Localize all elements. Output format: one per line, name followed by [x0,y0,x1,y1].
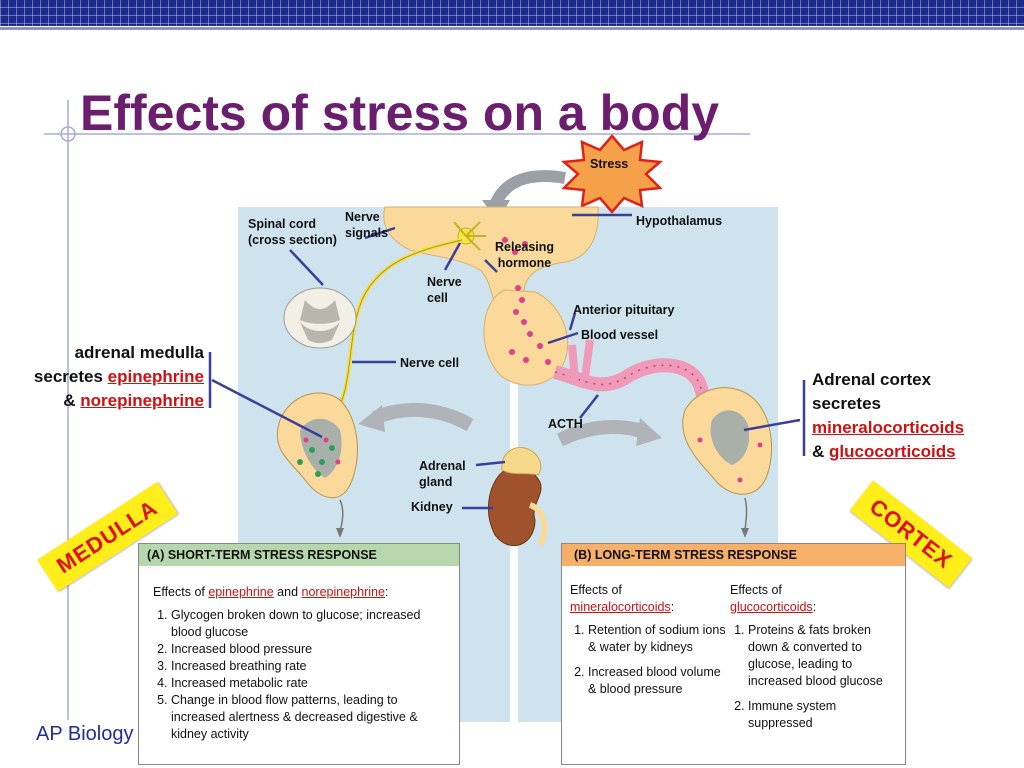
stress-starburst-icon [560,134,664,214]
adrenal-gland-label: Adrenal gland [419,459,466,489]
acth-label: ACTH [548,417,583,431]
list-item: Immune system suppressed [748,698,902,732]
long-term-header: (B) LONG-TERM STRESS RESPONSE [562,544,905,566]
long-term-response-box: (B) LONG-TERM STRESS RESPONSE Effects of… [561,543,906,765]
stress-arrow-icon [489,170,567,208]
top-rule [0,27,1024,30]
blood-vessel-label: Blood vessel [581,328,659,342]
short-term-effects-intro: Effects of epinephrine and norepinephrin… [153,585,389,599]
footer-text: AP Biology [36,723,134,745]
list-item: Increased metabolic rate [171,675,449,692]
nerve-signals-label: Nerve signals [345,210,389,240]
spinal-cord-label: Spinal cord (cross section) [248,217,337,247]
hypothalamus-icon [383,206,599,311]
list-item: Increased blood pressure [171,641,449,658]
adrenal-cortex-icon [682,387,773,495]
spinal-cord-icon [283,287,357,349]
slide-title: Effects of stress on a body [80,85,720,141]
stress-label: Stress [590,157,629,171]
glucocorticoids-effects: Effects of glucocorticoids: Proteins & f… [730,582,902,732]
top-banner-bar [0,0,1024,26]
mineralocorticoids-effects: Effects of mineralocorticoids: Retention… [570,582,728,698]
anterior-pituitary-label: Anterior pituitary [573,303,675,317]
kidney-icon [487,467,548,547]
list-item: Increased blood volume & blood pressure [588,664,728,698]
nerve-cell-label: Nerve cell [400,356,460,370]
short-term-response-box: (A) SHORT-TERM STRESS RESPONSE Effects o… [138,543,460,765]
list-item: Glycogen broken down to glucose; increas… [171,607,449,641]
short-term-header: (A) SHORT-TERM STRESS RESPONSE [139,544,459,566]
adrenal-cortex-callout: Adrenal cortex secretes mineralocorticoi… [812,370,965,461]
nerve-cell-top-label: Nerve cell [427,275,462,305]
adrenal-medulla-icon [276,392,358,499]
adrenal-gland-icon [501,446,542,476]
kidney-label: Kidney [411,500,453,514]
anterior-pituitary-icon [483,289,569,386]
list-item: Change in blood flow patterns, leading t… [171,692,449,743]
adrenal-medulla-callout: adrenal medulla secretes epinephrine & n… [33,343,204,410]
list-item: Retention of sodium ions & water by kidn… [588,622,728,656]
list-item: Proteins & fats broken down & converted … [748,622,902,690]
arrow-to-medulla-icon [372,403,474,432]
short-term-effects-list: Glycogen broken down to glucose; increas… [153,607,449,743]
releasing-hormone-label: Releasing hormone [495,240,555,270]
arrow-to-cortex-icon [556,420,648,447]
list-item: Increased breathing rate [171,658,449,675]
hypothalamus-label: Hypothalamus [636,214,723,228]
